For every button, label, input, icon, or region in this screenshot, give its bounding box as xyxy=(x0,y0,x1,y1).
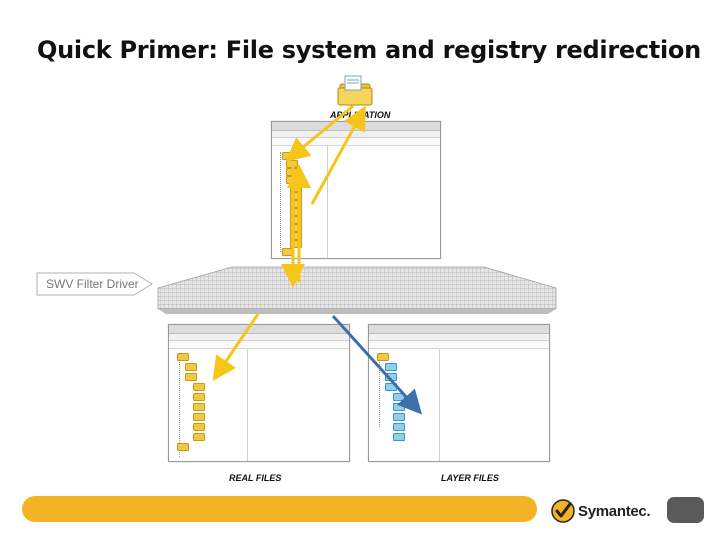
folder-icon xyxy=(290,207,302,216)
folder-icon xyxy=(193,402,205,411)
window-title-bar xyxy=(369,325,549,334)
folder-icon xyxy=(393,432,405,441)
folder-icon xyxy=(177,352,189,361)
window-menu-bar xyxy=(272,131,440,138)
folder-icon xyxy=(290,191,302,200)
filter-driver-callout xyxy=(36,272,153,296)
folder-icon xyxy=(385,362,397,371)
folder-icon xyxy=(290,223,302,232)
real-files-window xyxy=(168,324,350,462)
real-files-label: REAL FILES xyxy=(229,473,282,483)
folder-icon xyxy=(290,199,302,208)
folder-icon xyxy=(393,422,405,431)
folder-icon xyxy=(290,231,302,240)
folder-icon xyxy=(177,442,189,451)
folder-icon xyxy=(193,412,205,421)
window-address-bar xyxy=(369,341,549,349)
folder-icon xyxy=(290,215,302,224)
footer-bar xyxy=(22,496,537,522)
folder-icon xyxy=(290,239,302,248)
folder-icon xyxy=(193,392,205,401)
window-menu-bar xyxy=(369,334,549,341)
folder-icon xyxy=(185,362,197,371)
folder-icon xyxy=(377,352,389,361)
window-address-bar xyxy=(272,138,440,146)
application-icon xyxy=(337,75,373,106)
window-address-bar xyxy=(169,341,349,349)
arrow-filter-to-layer xyxy=(331,314,423,415)
slide-title: Quick Primer: File system and registry r… xyxy=(37,36,701,64)
arrow-tree-to-app xyxy=(310,105,366,205)
filter-driver-label: SWV Filter Driver xyxy=(46,277,139,291)
arrow-app-to-tree xyxy=(285,104,354,162)
folder-icon xyxy=(193,382,205,391)
arrow-filter-to-real xyxy=(212,313,260,381)
folder-icon xyxy=(193,422,205,431)
layer-files-window xyxy=(368,324,550,462)
window-menu-bar xyxy=(169,334,349,341)
symantec-logo-icon xyxy=(551,499,575,523)
symantec-logo-text: Symantec. xyxy=(578,503,651,520)
window-title-bar xyxy=(169,325,349,334)
folder-icon xyxy=(193,432,205,441)
layer-files-label: LAYER FILES xyxy=(441,473,499,483)
folder-icon xyxy=(185,372,197,381)
corner-decoration xyxy=(667,497,704,523)
